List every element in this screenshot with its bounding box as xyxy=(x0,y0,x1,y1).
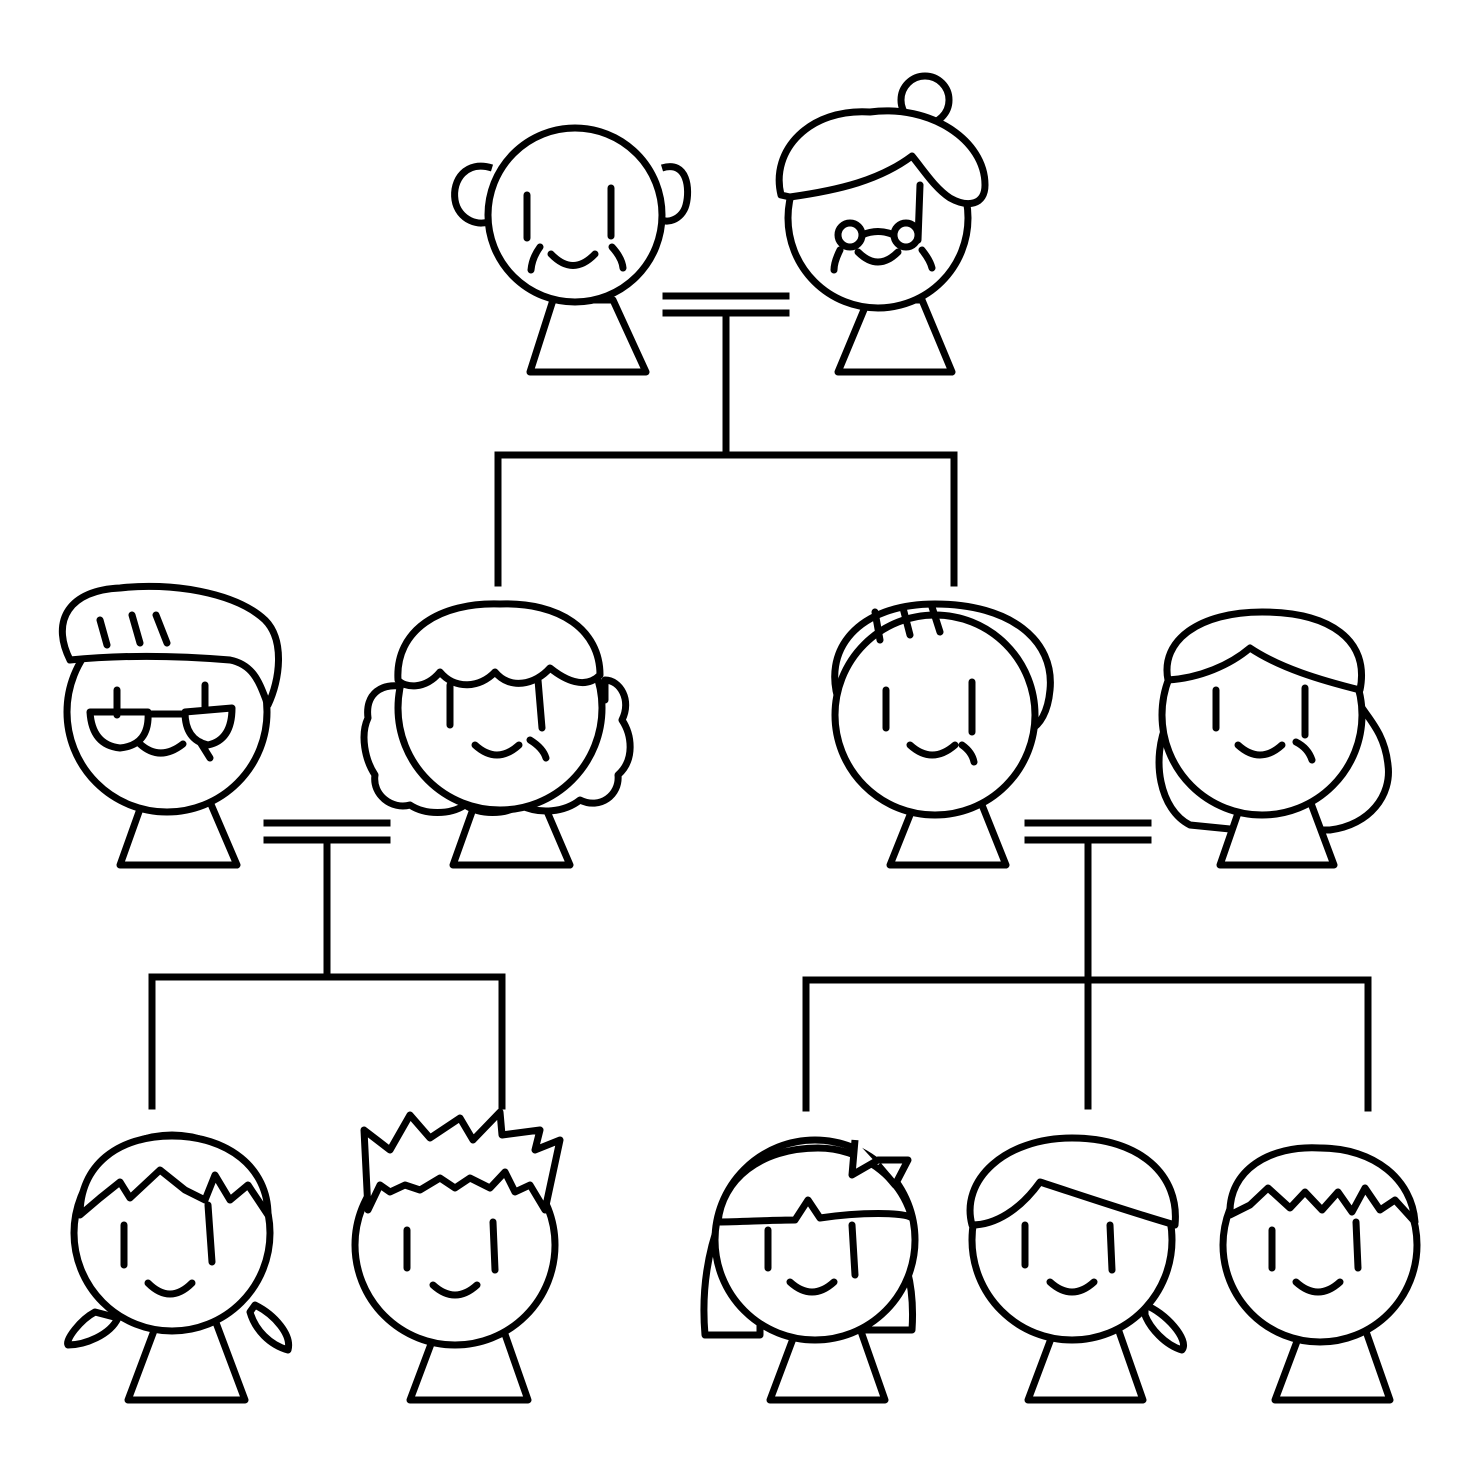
boy-icon xyxy=(1219,1144,1421,1404)
grandfather-icon xyxy=(451,124,692,376)
man-with-bangs-icon xyxy=(831,600,1054,869)
ponytail-girl-icon xyxy=(966,1134,1187,1404)
curly-hair-woman-icon xyxy=(360,600,634,869)
connectors xyxy=(148,292,1372,1112)
long-hair-woman-icon xyxy=(1155,608,1392,869)
grandmother-icon xyxy=(775,72,989,376)
man-with-glasses-icon xyxy=(58,582,282,869)
bow-girl-icon xyxy=(700,1136,919,1404)
pigtails-girl-icon xyxy=(64,1131,293,1404)
spiky-hair-boy-icon xyxy=(351,1108,564,1404)
